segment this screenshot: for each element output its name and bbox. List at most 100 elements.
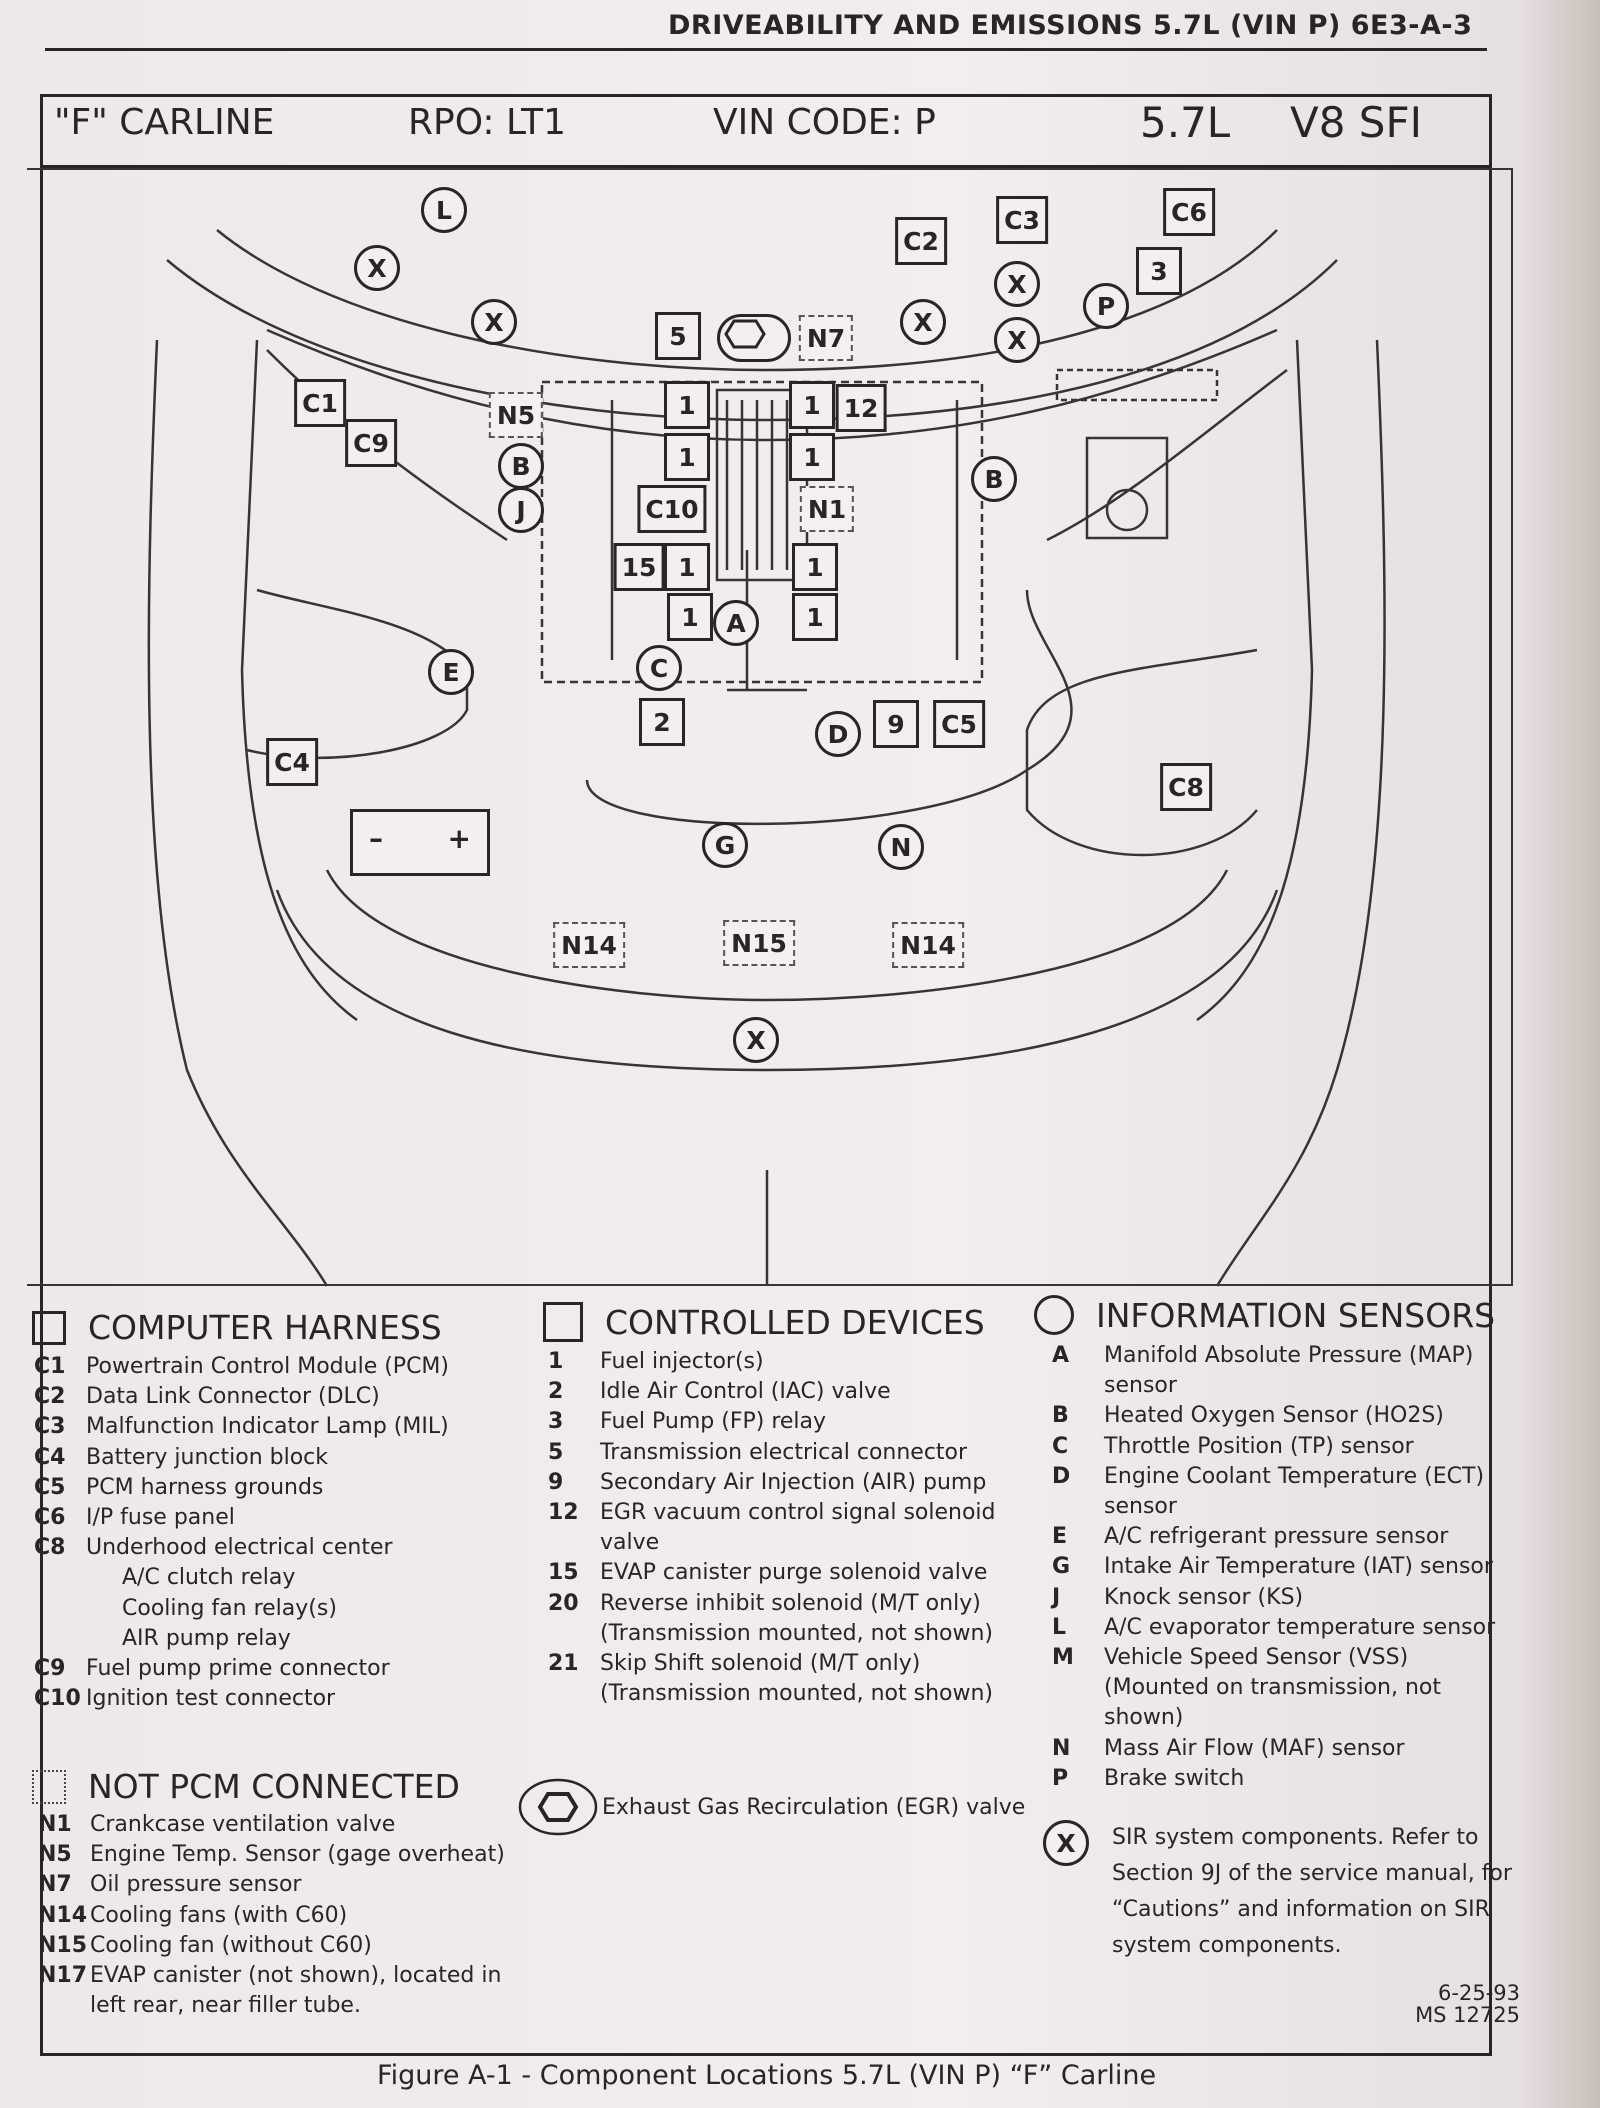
revision-date: 6-25-93 — [1438, 1981, 1520, 2005]
marker-square-1: 1 — [789, 433, 835, 481]
legend-code: P — [1052, 1765, 1069, 1791]
marker-dashed-n15: N15 — [723, 920, 795, 966]
marker-circle-x: X — [354, 245, 400, 291]
legend-code: B — [1052, 1403, 1069, 1429]
marker-square-1: 1 — [792, 593, 838, 641]
legend-code: C1 — [34, 1354, 66, 1379]
legend-text: PCM harness grounds — [86, 1474, 324, 1500]
marker-square-1: 1 — [664, 543, 710, 591]
legend-item: 15 EVAP canister purge solenoid valve — [548, 1558, 996, 1588]
legend-continuation: left rear, near filler tube. — [90, 1993, 361, 2019]
marker-circle-x: X — [900, 299, 946, 345]
marker-dashed-n7: N7 — [798, 315, 854, 361]
legend-text: Ignition test connector — [86, 1686, 336, 1712]
legend-text: Cooling fan (without C60) — [90, 1932, 372, 1958]
computer-harness-heading: COMPUTER HARNESS — [32, 1308, 442, 1347]
marker-square-c6: C6 — [1163, 188, 1215, 236]
legend-text: Reverse inhibit solenoid (M/T only) — [600, 1590, 981, 1616]
circle-symbol-icon — [1034, 1295, 1074, 1335]
marker-circle-g: G — [702, 822, 748, 868]
controlled-devices-heading: CONTROLLED DEVICES — [543, 1302, 985, 1342]
marker-circle-x: X — [733, 1017, 779, 1063]
sir-note-line: “Cautions” and information on SIR — [1112, 1897, 1490, 1922]
marker-circle-b: B — [971, 456, 1017, 502]
legend-text: Secondary Air Injection (AIR) pump — [600, 1469, 987, 1495]
legend-code: N17 — [38, 1963, 88, 1989]
legend-text: Battery junction block — [86, 1444, 329, 1470]
marker-dashed-n14: N14 — [892, 922, 964, 968]
legend-text: A/C evaporator temperature sensor — [1104, 1614, 1496, 1640]
vehicle-outline — [147, 229, 1386, 1287]
revision-info: 6-25-93 MS 12725 — [1380, 1982, 1520, 2026]
legend-text: Vehicle Speed Sensor (VSS) — [1104, 1645, 1409, 1671]
sir-x-icon: X — [1043, 1820, 1089, 1866]
legend-code: C4 — [34, 1444, 66, 1470]
legend-text: Underhood electrical center — [86, 1535, 393, 1561]
marker-circle-n: N — [878, 824, 924, 870]
legend-code: C — [1052, 1433, 1069, 1459]
marker-circle-x: X — [471, 299, 517, 345]
egr-valve-marker — [717, 314, 791, 362]
dotted-square-symbol-icon — [32, 1769, 66, 1804]
legend-code: A — [1052, 1343, 1070, 1368]
legend-continuation: sensor — [1104, 1494, 1177, 1520]
legend-code: N7 — [38, 1872, 72, 1898]
marker-square-c2: C2 — [895, 217, 947, 265]
marker-circle-b: B — [498, 443, 544, 489]
marker-circle-x: X — [994, 317, 1040, 363]
legend-code: N15 — [38, 1932, 88, 1958]
ms-number: MS 12725 — [1415, 2003, 1520, 2027]
figure-frame — [40, 94, 1492, 2056]
sir-note-line: system components. — [1112, 1933, 1342, 1958]
legend-code: 1 — [548, 1349, 564, 1374]
legend-continuation: (Transmission mounted, not shown) — [600, 1681, 993, 1707]
legend-code: 3 — [548, 1409, 564, 1435]
legend-text: A/C refrigerant pressure sensor — [1104, 1524, 1449, 1550]
information-sensors-heading: INFORMATION SENSORS — [1034, 1295, 1495, 1335]
engine-label: V8 SFI — [1290, 98, 1423, 147]
marker-dashed-n14: N14 — [553, 922, 625, 968]
marker-circle-l: L — [421, 187, 467, 233]
legend-code: G — [1052, 1554, 1071, 1580]
legend-text: Skip Shift solenoid (M/T only) — [600, 1651, 921, 1677]
marker-square-c5: C5 — [933, 700, 985, 748]
legend-text: Oil pressure sensor — [90, 1872, 302, 1898]
legend-continuation: (Mounted on transmission, not — [1104, 1675, 1441, 1701]
legend-code: 12 — [548, 1500, 579, 1526]
legend-code: J — [1052, 1584, 1061, 1610]
marker-circle-e: E — [428, 649, 474, 695]
legend-code: M — [1052, 1645, 1074, 1671]
marker-circle-x: X — [994, 261, 1040, 307]
legend-code: C2 — [34, 1384, 66, 1410]
legend-text: Fuel Pump (FP) relay — [600, 1409, 827, 1435]
marker-square-1: 1 — [792, 543, 838, 591]
legend-text: Brake switch — [1104, 1765, 1245, 1791]
sir-note-line: SIR system components. Refer to — [1112, 1825, 1479, 1850]
legend-code: 15 — [548, 1560, 579, 1586]
legend-text: Engine Temp. Sensor (gage overheat) — [90, 1842, 505, 1868]
egr-hexagon-icon — [518, 1778, 598, 1836]
legend-continuation: shown) — [1104, 1705, 1184, 1731]
legend-text: EVAP canister purge solenoid valve — [600, 1560, 988, 1586]
legend-code: N14 — [38, 1902, 88, 1928]
legend-subitem: Cooling fan relay(s) — [122, 1595, 337, 1621]
legend-text: Cooling fans (with C60) — [90, 1902, 348, 1928]
legend-item: 3 Fuel Pump (FP) relay — [548, 1407, 996, 1437]
